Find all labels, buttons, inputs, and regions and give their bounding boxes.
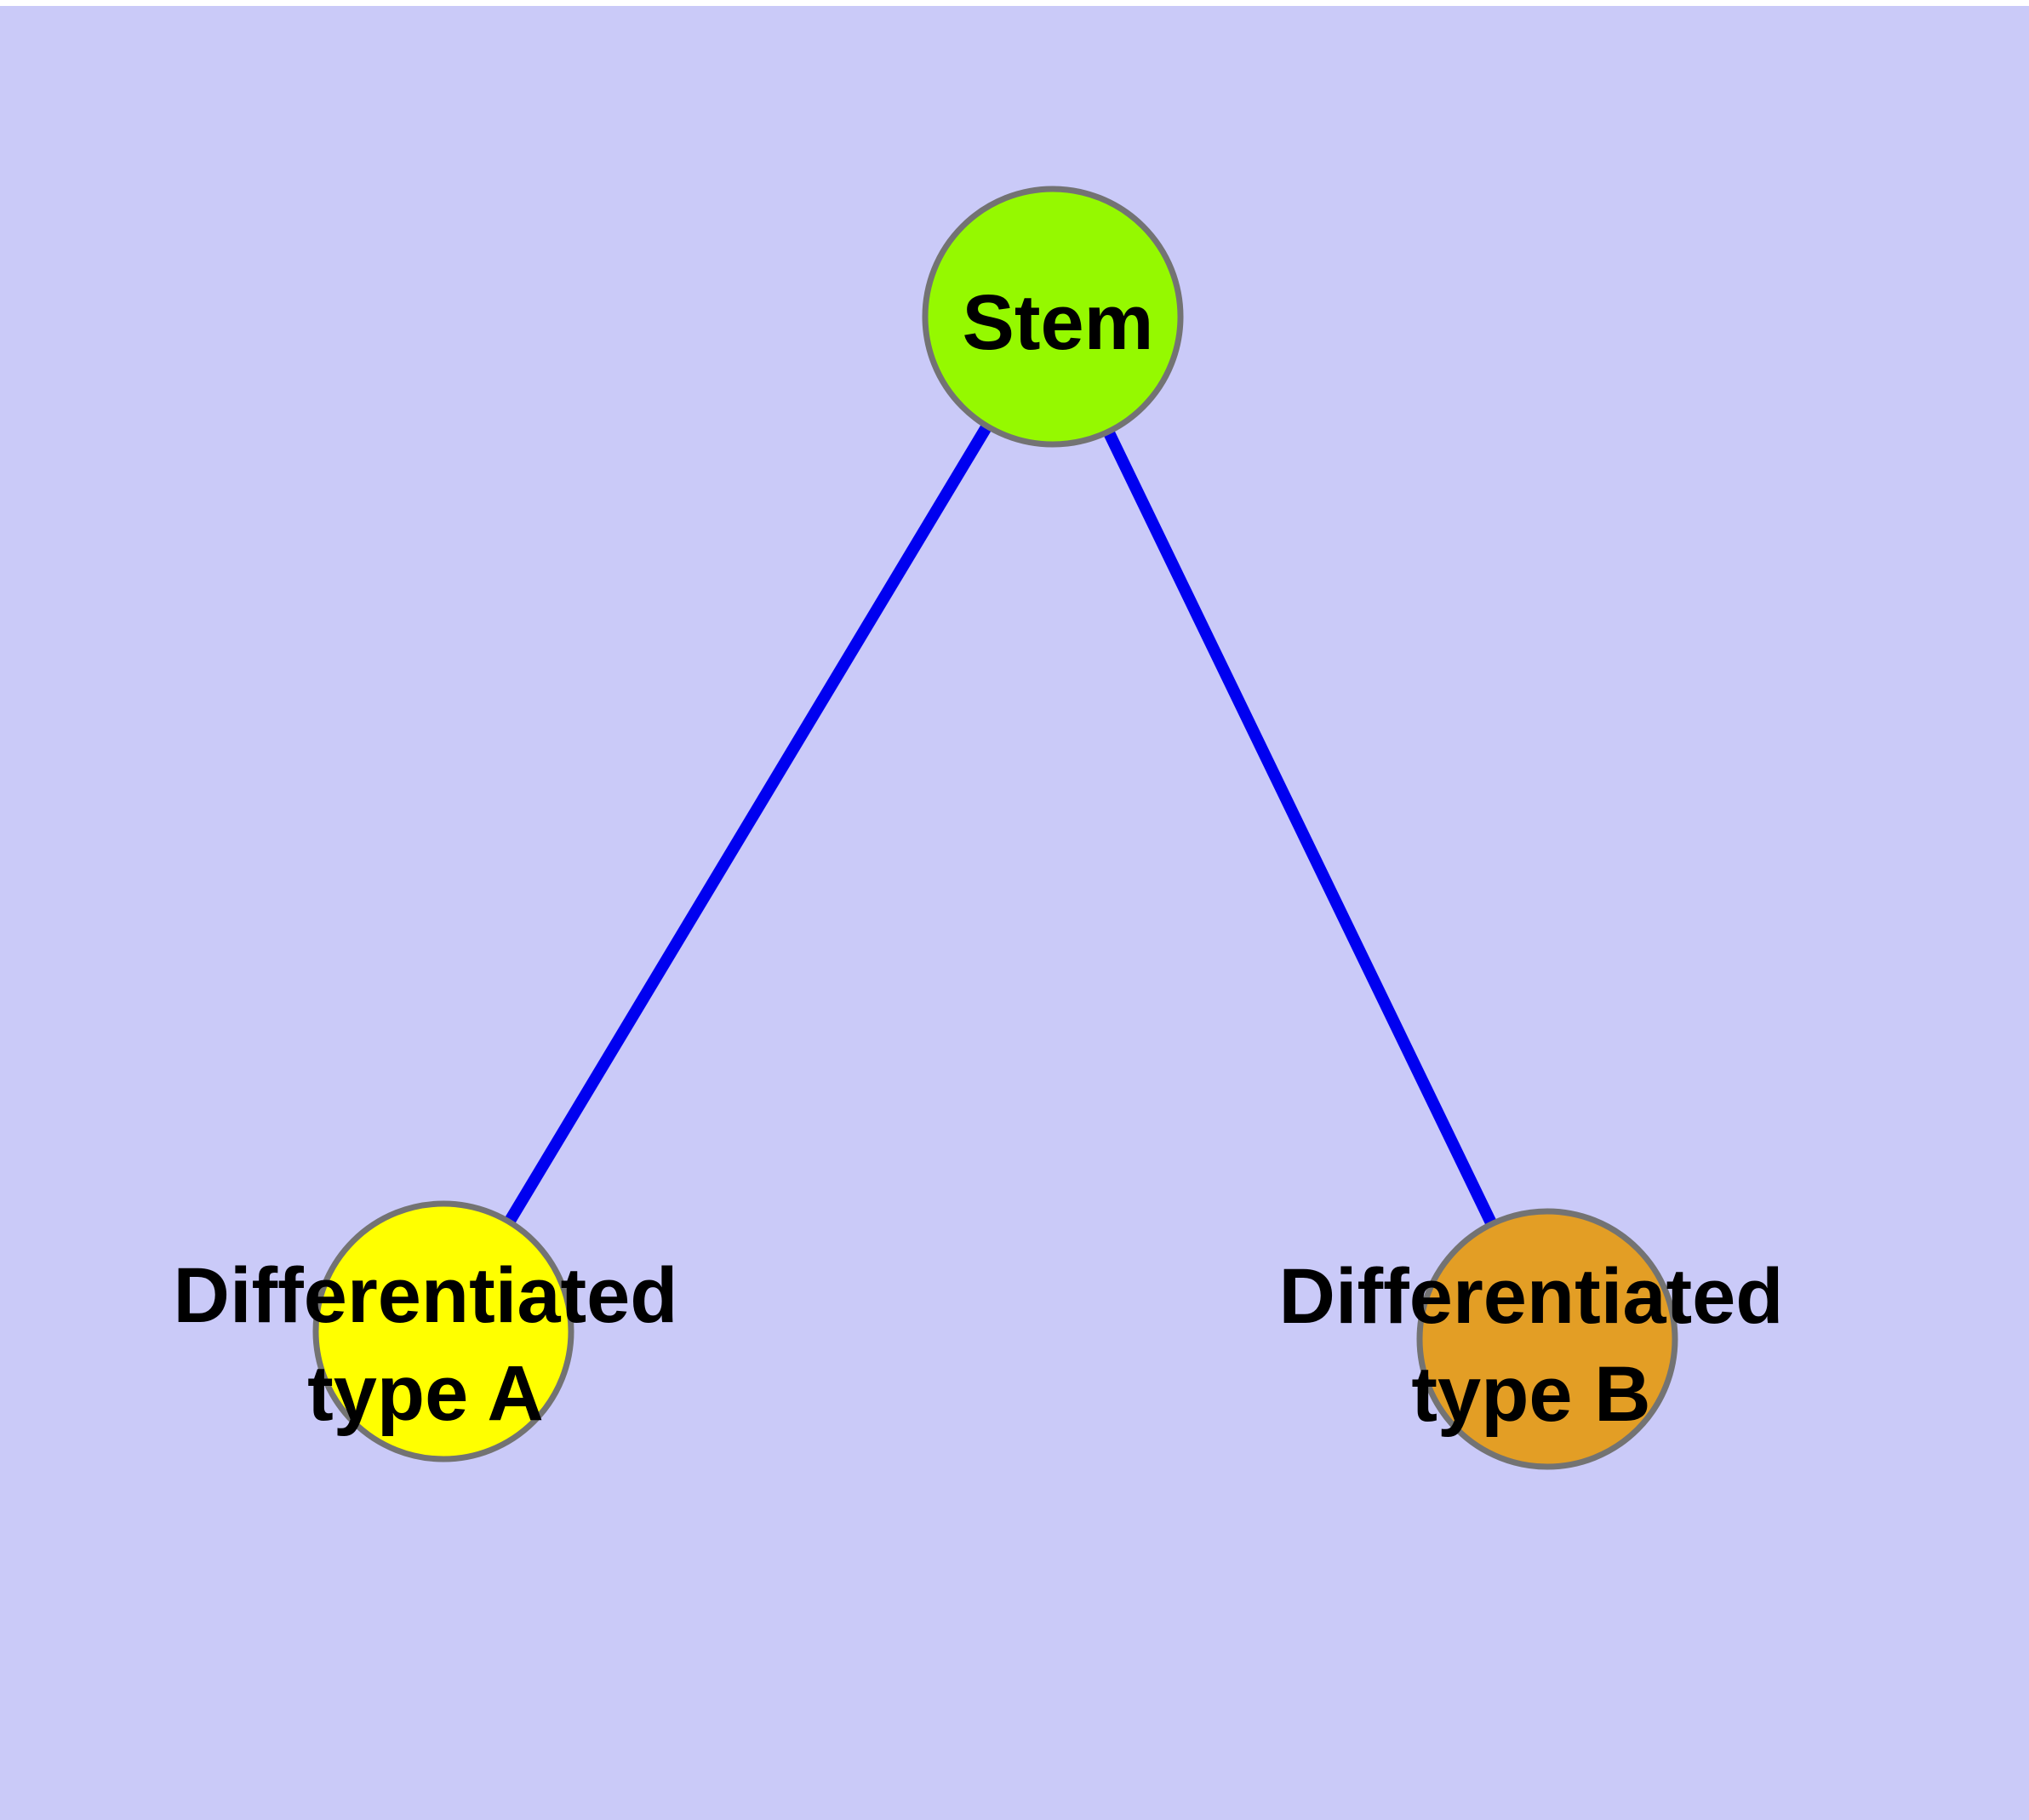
node-type-b-label-line1: Differentiated xyxy=(1279,1253,1784,1340)
node-stem-circle xyxy=(922,186,1184,448)
edge-stem-to-type-a xyxy=(437,313,1059,1335)
node-stem: Stem xyxy=(922,186,1184,448)
node-stem-label: Stem xyxy=(963,279,1154,366)
node-type-b-label-line2: type B xyxy=(1411,1351,1650,1438)
node-type-a-label-line1: Differentiated xyxy=(174,1252,678,1339)
node-type-b-circle xyxy=(1416,1208,1678,1470)
node-type-a-circle xyxy=(312,1200,574,1462)
node-type-a-label-line2: type A xyxy=(307,1350,544,1437)
node-differentiated-type-b: Differentiated type B xyxy=(1279,1208,1784,1470)
node-differentiated-type-a: Differentiated type A xyxy=(174,1200,678,1462)
edge-stem-to-type-b xyxy=(1047,313,1553,1342)
